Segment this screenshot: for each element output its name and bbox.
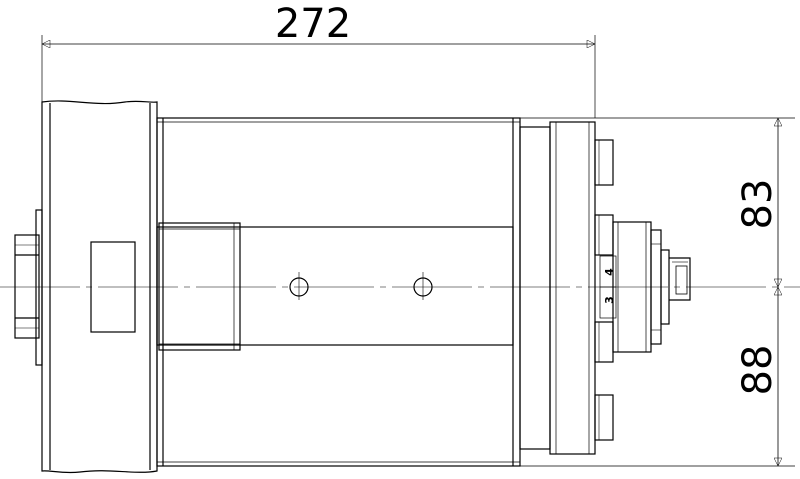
hole-right (413, 272, 433, 300)
bolt-3 (594, 321, 614, 363)
dimension-heights (520, 118, 795, 466)
left-nut (14, 209, 43, 366)
dimension-overall-length (42, 35, 595, 118)
bolt-4 (594, 394, 614, 441)
marking-lower: 3 (603, 296, 616, 304)
dimension-upper-height-label: 83 (735, 179, 781, 230)
bolt-2 (594, 214, 614, 256)
sleeve (158, 222, 241, 351)
dimension-lower-height-label: 88 (735, 345, 781, 396)
bolt-1 (594, 139, 614, 186)
main-body (156, 117, 521, 467)
right-flange (519, 121, 596, 455)
dimension-overall-length-label: 272 (275, 1, 351, 47)
marking-upper: 4 (603, 268, 616, 276)
hole-left (289, 272, 309, 300)
